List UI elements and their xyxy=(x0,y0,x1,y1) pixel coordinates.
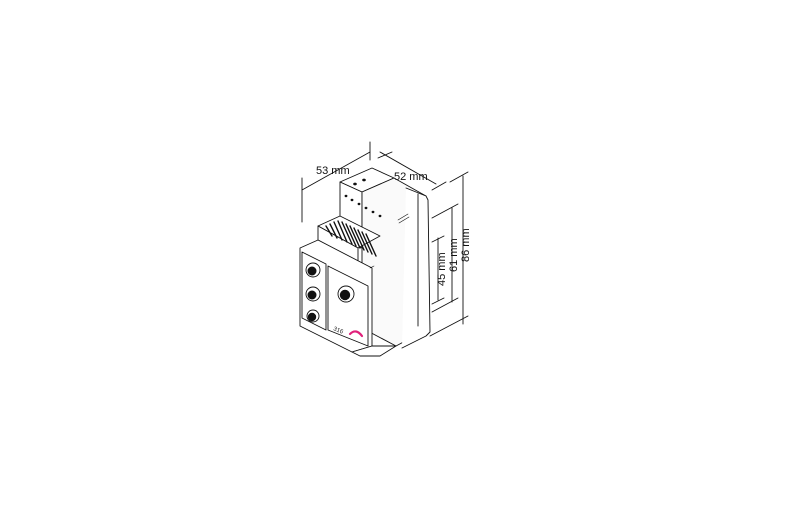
hatch-marks xyxy=(369,213,410,269)
terminal-holes xyxy=(344,178,382,218)
model-label-group: 316 xyxy=(332,326,364,338)
dimension-label-width: 53 mm xyxy=(316,165,350,177)
dimension-label-45: 45 mm xyxy=(436,252,448,286)
dimension-label-depth: 52 mm xyxy=(394,171,428,183)
model-label: 316 xyxy=(332,326,344,336)
heatsink-fins xyxy=(325,220,377,257)
dimension-width xyxy=(301,141,371,223)
dimension-heights xyxy=(429,171,469,337)
knob-left-1 xyxy=(305,262,321,278)
brand-logo xyxy=(348,330,364,338)
dimension-label-86: 86 mm xyxy=(460,228,472,262)
knob-left-2 xyxy=(305,286,321,302)
knob-left-3 xyxy=(306,309,320,323)
knob-right xyxy=(337,285,355,303)
device-body xyxy=(299,167,431,357)
dimension-depth xyxy=(377,151,447,191)
dimension-label-61: 61 mm xyxy=(448,238,460,272)
knobs xyxy=(305,262,355,323)
